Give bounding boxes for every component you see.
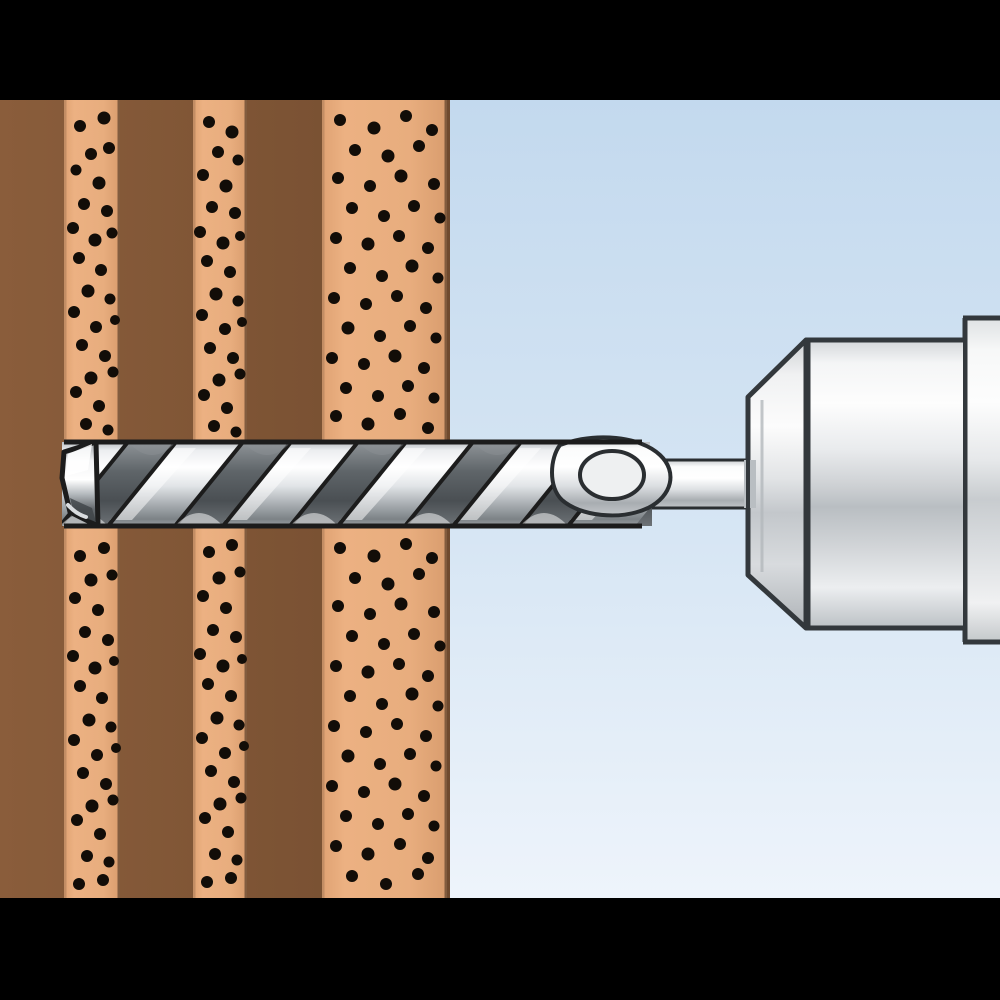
drill-chuck	[744, 315, 1000, 645]
flute-wrap-shade	[128, 442, 636, 455]
brick-perforations	[326, 110, 446, 890]
chuck-rear-section	[962, 315, 1000, 645]
chuck-nose-cone	[745, 337, 809, 631]
flute-shank-transition	[550, 435, 673, 518]
chuck-body	[805, 337, 963, 631]
letterbox-top-band	[0, 0, 1000, 100]
brick-perforations	[194, 116, 249, 888]
letterbox-bottom-band	[0, 898, 1000, 1000]
brick-perforations	[67, 111, 121, 890]
flute-runout-eye	[578, 449, 646, 501]
masonry-twist-drill-bit	[59, 435, 775, 529]
chuck-jaw-opening	[744, 460, 756, 508]
drill-bit-tip	[59, 439, 101, 529]
bit-body-outline	[64, 439, 642, 529]
